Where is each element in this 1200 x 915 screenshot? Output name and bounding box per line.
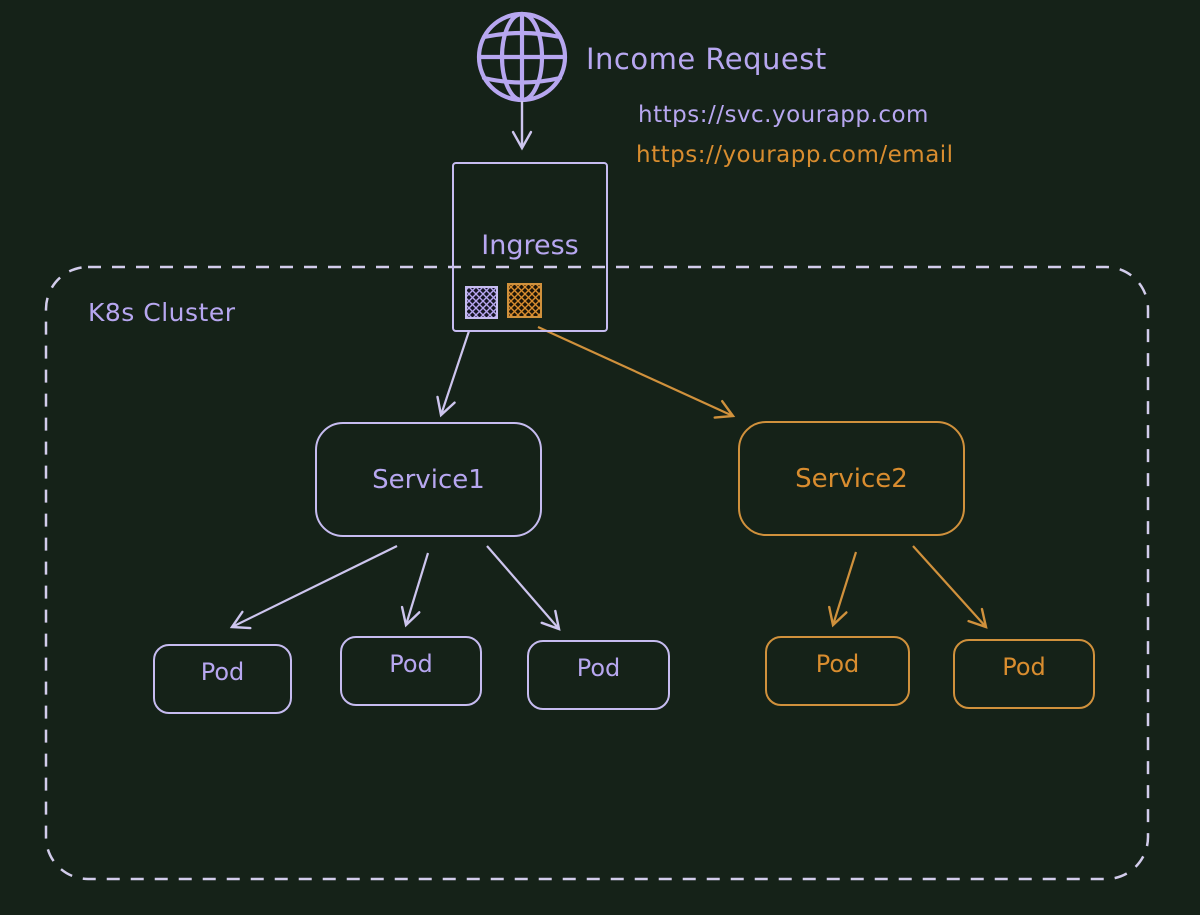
- ingress-label: Ingress: [481, 230, 579, 261]
- url-svc-yourapp: https://svc.yourapp.com: [638, 102, 929, 128]
- income-request-title: Income Request: [586, 42, 827, 76]
- cluster-boundary: [44, 265, 1150, 881]
- service2-node: Service2: [738, 421, 965, 536]
- service1-node: Service1: [315, 422, 542, 537]
- arrow-service2-to-pod4: [828, 551, 858, 628]
- service1-label: Service1: [372, 464, 485, 495]
- ingress-rule-purple-icon: [465, 286, 498, 319]
- pod-node-4: Pod: [765, 636, 910, 706]
- ingress-rule-orange-icon: [507, 283, 542, 318]
- pod-node-1: Pod: [153, 644, 292, 714]
- pod3-label: Pod: [576, 654, 621, 682]
- pod-node-2: Pod: [340, 636, 482, 706]
- arrow-service1-to-pod3: [486, 545, 561, 631]
- pod4-label: Pod: [815, 650, 860, 678]
- url-yourapp-email: https://yourapp.com/email: [636, 142, 954, 168]
- pod1-label: Pod: [200, 658, 245, 686]
- arrow-service1-to-pod1: [229, 545, 398, 630]
- ingress-node: Ingress: [452, 162, 608, 332]
- pod2-label: Pod: [389, 650, 433, 678]
- arrow-ingress-to-service1: [436, 330, 471, 418]
- pod5-label: Pod: [1002, 653, 1046, 681]
- pod-node-3: Pod: [527, 640, 670, 710]
- pod-node-5: Pod: [953, 639, 1095, 709]
- arrow-service2-to-pod5: [912, 545, 988, 629]
- cluster-label: K8s Cluster: [88, 298, 236, 327]
- arrow-service1-to-pod2: [400, 552, 430, 628]
- globe-icon: [476, 11, 568, 103]
- service2-label: Service2: [795, 463, 908, 494]
- arrow-ingress-to-service2: [537, 325, 736, 419]
